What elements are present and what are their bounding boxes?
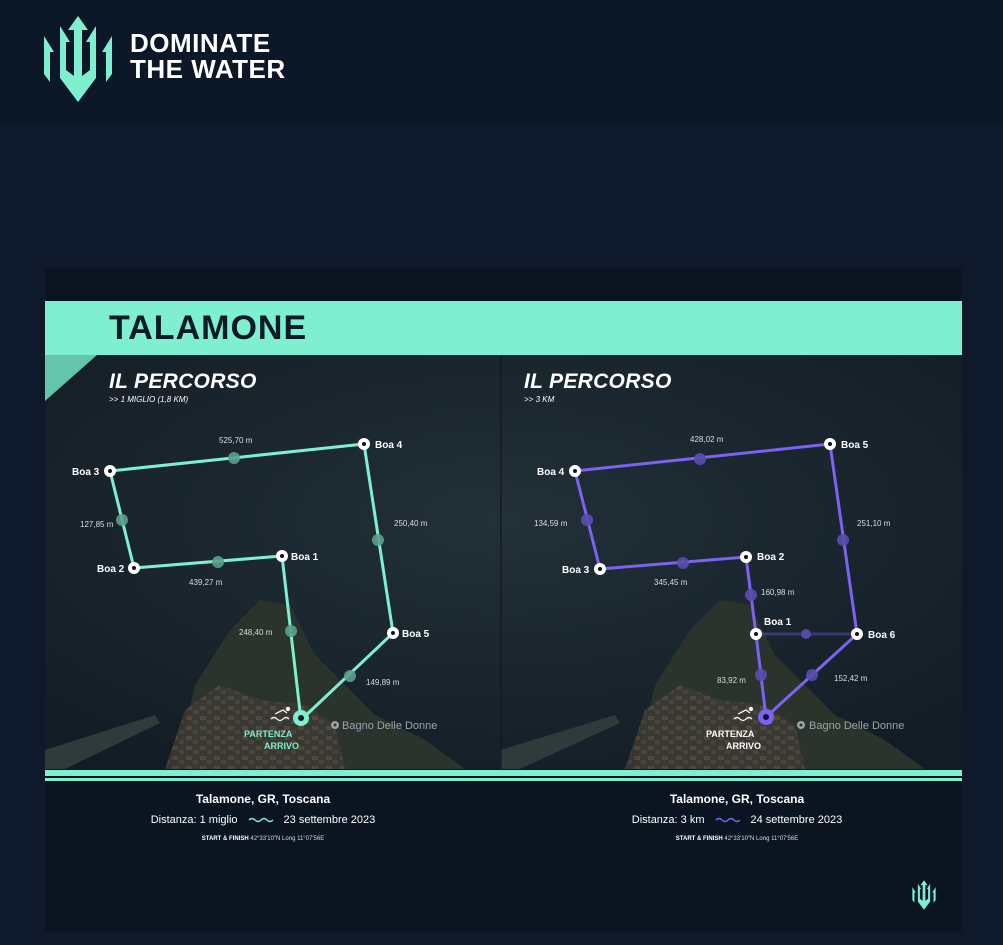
route-1-place-label: Bagno Delle Donne — [342, 720, 437, 732]
route-2-buoy-marker[interactable] — [594, 563, 606, 575]
divider-stripe — [45, 770, 962, 776]
route-1-buoy-marker[interactable] — [276, 550, 288, 562]
route-2-buoy-marker[interactable] — [740, 551, 752, 563]
place-pin-icon — [797, 721, 805, 729]
route-2-buoy-marker[interactable] — [851, 628, 863, 640]
route-2-start-label: PARTENZA — [706, 729, 755, 739]
route-2-midpoints — [581, 453, 849, 681]
route-2-distance-text: Distanza: 3 km — [631, 814, 705, 826]
site-header: DOMINATE THE WATER — [0, 0, 1003, 125]
route-1-coords-row: START & FINISH 42°33'10"N Long 11°07'56E — [143, 836, 383, 842]
route-1-distance-label: 439,27 m — [189, 578, 223, 587]
route-2-distance-row: Distanza: 3 km 24 settembre 2023 — [617, 814, 857, 826]
brand-wordmark[interactable]: DOMINATE THE WATER — [130, 30, 286, 82]
route-1-buoy-label: Boa 2 — [97, 564, 125, 575]
route-2-buoy-label: Boa 2 — [757, 552, 785, 563]
route-1-finish-label: ARRIVO — [264, 741, 299, 751]
route-1-date: 23 settembre 2023 — [283, 814, 376, 826]
route-2-distance-label: 345,45 m — [654, 578, 688, 587]
route-2-place-label: Bagno Delle Donne — [809, 720, 904, 732]
route-1-subtitle: >> 1 MIGLIO (1,8 KM) — [109, 395, 189, 404]
route-2-buoys — [569, 438, 863, 640]
corner-accent — [45, 355, 97, 401]
route-1-buoy-label: Boa 4 — [375, 440, 403, 451]
route-1-location: Talamone, GR, Toscana — [195, 792, 331, 806]
town-right — [625, 685, 805, 769]
route-1-buoy-marker[interactable] — [104, 465, 116, 477]
map-svg: Boa 1 Boa 2 Boa 3 Boa 4 Boa 5 525,70 m 1… — [45, 355, 962, 769]
route-2-distance-label: 134,59 m — [534, 519, 568, 528]
route-2-coords: 42°33'10"N Long 11°07'56E — [724, 836, 799, 842]
route-2-distance-label: 251,10 m — [857, 519, 891, 528]
route-1-distance-label: 149,89 m — [366, 678, 400, 687]
brand-line-2: THE WATER — [130, 54, 286, 84]
route-1-start-label: PARTENZA — [244, 729, 293, 739]
route-2-subtitle: >> 3 KM — [524, 395, 555, 404]
brand-line-1: DOMINATE — [130, 28, 271, 58]
trident-small-icon — [912, 880, 936, 910]
route-2-finish-label: ARRIVO — [726, 741, 761, 751]
route-1-buoy-marker[interactable] — [128, 562, 140, 574]
route-1-buoy-label: Boa 3 — [72, 467, 100, 478]
wave-legend-icon — [248, 817, 274, 823]
route-1-info: Talamone, GR, Toscana Distanza: 1 miglio… — [143, 792, 383, 842]
route-1-buoy-label: Boa 5 — [402, 629, 430, 640]
route-2-title: IL PERCORSO — [524, 370, 672, 393]
swimmer-icon — [733, 706, 754, 722]
route-2-buoy-label: Boa 1 — [764, 617, 792, 628]
route-1-coords-label: START & FINISH — [201, 836, 249, 842]
map-divider — [500, 355, 502, 769]
route-1-distance-label: 250,40 m — [394, 519, 428, 528]
route-2-buoy-label: Boa 5 — [841, 440, 869, 451]
route-1-start-finish-marker[interactable] — [293, 710, 309, 726]
place-pin-icon — [331, 721, 339, 729]
route-1-midpoints — [116, 452, 384, 682]
route-1-buoys — [104, 438, 399, 639]
route-2-buoy-label: Boa 3 — [562, 565, 590, 576]
route-2-buoy-marker[interactable] — [750, 628, 762, 640]
route-1-distance-row: Distanza: 1 miglio 23 settembre 2023 — [143, 814, 383, 826]
route-2-coords-label: START & FINISH — [675, 836, 723, 842]
route-2-distance-label: 160,98 m — [761, 588, 795, 597]
route-2-date: 24 settembre 2023 — [750, 814, 843, 826]
route-2-buoy-label: Boa 4 — [537, 467, 565, 478]
route-1-title: IL PERCORSO — [109, 370, 257, 393]
route-2-buoy-label: Boa 6 — [868, 630, 896, 641]
route-2-buoy-marker[interactable] — [824, 438, 836, 450]
route-2-distance-label: 428,02 m — [690, 435, 724, 444]
route-2-location: Talamone, GR, Toscana — [669, 792, 805, 806]
route-1-buoy-marker[interactable] — [387, 627, 399, 639]
route-1-distance-label: 127,85 m — [80, 520, 114, 529]
route-2-title-block: IL PERCORSO >> 3 KM — [524, 370, 672, 404]
trident-logo-icon[interactable] — [40, 16, 116, 102]
route-2-coords-row: START & FINISH 42°33'10"N Long 11°07'56E — [617, 836, 857, 842]
route-2-start-finish-marker[interactable] — [758, 709, 774, 725]
pier-right — [500, 715, 620, 769]
divider-stripe-thin — [45, 778, 962, 781]
route-1-distance-text: Distanza: 1 miglio — [150, 814, 238, 826]
route-1-buoy-label: Boa 1 — [291, 552, 319, 563]
route-1-distance-label: 248,40 m — [239, 628, 273, 637]
swimmer-icon — [270, 706, 291, 722]
banner-title: TALAMONE — [109, 309, 308, 347]
route-1-distance-label: 525,70 m — [219, 436, 253, 445]
pier-left — [45, 715, 160, 769]
route-1-title-block: IL PERCORSO >> 1 MIGLIO (1,8 KM) — [109, 370, 257, 404]
route-2-distance-label: 152,42 m — [834, 674, 868, 683]
route-1-buoy-marker[interactable] — [358, 438, 370, 450]
route-2-info: Talamone, GR, Toscana Distanza: 3 km 24 s… — [617, 792, 857, 842]
route-1-coords: 42°33'10"N Long 11°07'56E — [250, 836, 325, 842]
wave-legend-icon — [715, 817, 740, 823]
course-map-card: TALAMONE — [45, 268, 962, 932]
title-banner: TALAMONE — [45, 301, 962, 355]
route-2-buoy-marker[interactable] — [569, 465, 581, 477]
satellite-map: Boa 1 Boa 2 Boa 3 Boa 4 Boa 5 525,70 m 1… — [45, 355, 962, 769]
route-2-distance-label: 83,92 m — [717, 676, 746, 685]
